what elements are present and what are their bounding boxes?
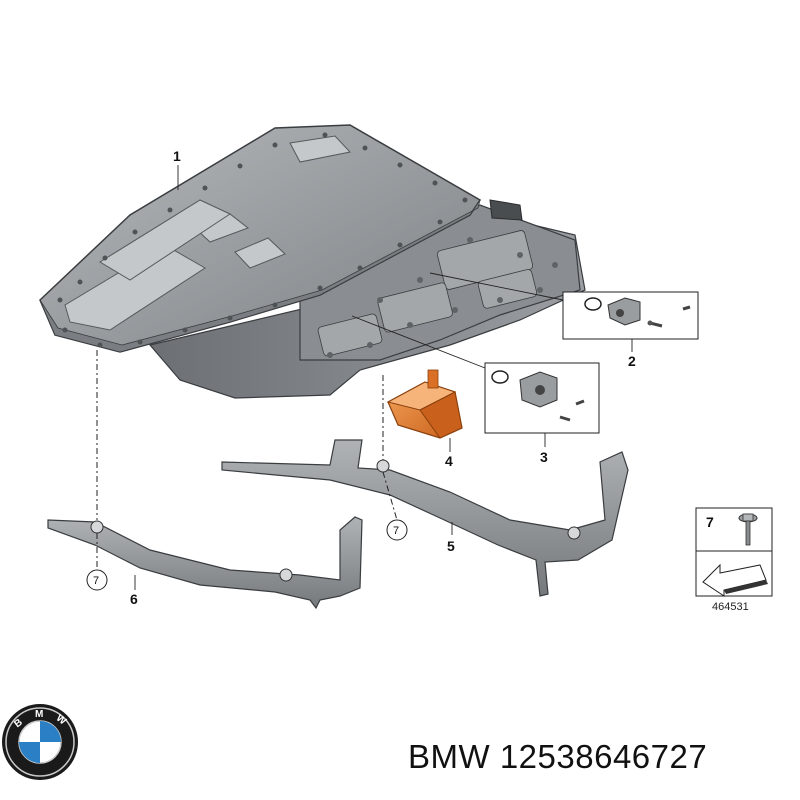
bolt-icon <box>738 513 758 546</box>
callout-2: 2 <box>628 353 636 369</box>
legend-box: 7 464531 <box>695 507 773 613</box>
bmw-logo: B M W <box>2 704 78 780</box>
svg-text:M: M <box>35 709 43 720</box>
circled-ref-7b: 7 <box>386 519 408 541</box>
circled-ref-7a: 7 <box>86 569 108 591</box>
bracket-part5 <box>221 439 629 597</box>
housing-assembly <box>39 124 586 399</box>
svg-text:7: 7 <box>93 575 99 587</box>
diagram-ref-number: 464531 <box>712 601 749 613</box>
bracket-part6 <box>47 516 363 610</box>
footer-part-label: BMW 12538646727 <box>408 738 707 776</box>
svg-text:7: 7 <box>393 525 399 537</box>
detail-box-part3 <box>484 362 600 434</box>
callout-5: 5 <box>447 538 455 554</box>
legend-number: 7 <box>706 514 714 530</box>
detail-box-part2 <box>562 291 699 340</box>
footer-part-number: 12538646727 <box>499 738 708 775</box>
callout-3: 3 <box>540 449 548 465</box>
callout-6: 6 <box>130 591 138 607</box>
callout-1: 1 <box>173 148 181 164</box>
direction-arrow-icon <box>702 563 768 597</box>
callout-4: 4 <box>445 453 453 469</box>
control-unit-part4 <box>386 369 463 439</box>
footer-brand: BMW <box>408 738 491 775</box>
